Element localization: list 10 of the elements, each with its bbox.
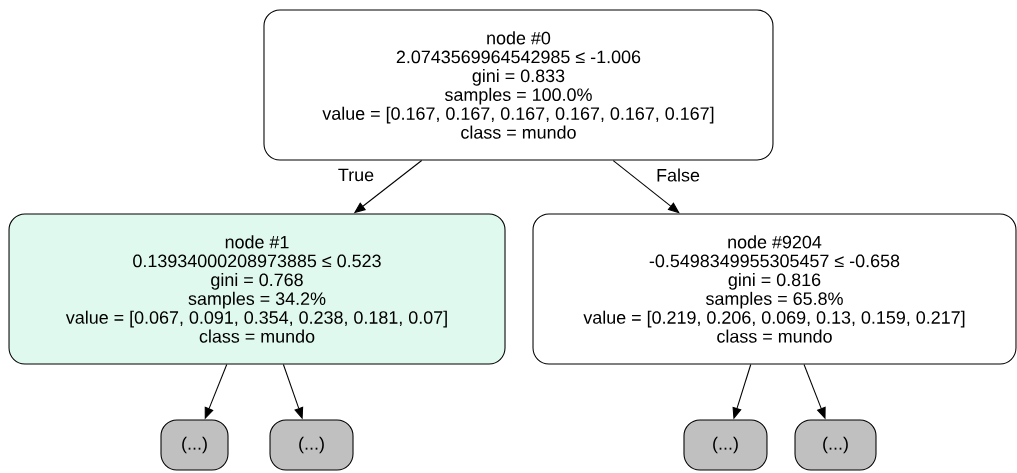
arrow	[612, 160, 680, 214]
decision-box: node #9204 -0.5498349955305457 ≤ -0.658 gini = 0.816 samples = 65.8% value = [0.219, 0.206, 0.069, 0.13, 0.159, 0.217] class = mundo	[532, 213, 1017, 365]
collapsed-node-box: (...)	[683, 419, 768, 471]
edge-label: False	[654, 167, 702, 183]
edge-label: True	[336, 167, 376, 183]
collapsed-node-box: (...)	[269, 419, 354, 471]
collapsed-node-box: (...)	[794, 419, 877, 471]
collapsed-node-box: (...)	[160, 419, 229, 471]
decision-box: node #1 0.13934000208973885 ≤ 0.523 gini = 0.768 samples = 34.2% value = [0.067, 0.091, 0.354, 0.238, 0.181, 0.07] class = mundo	[8, 213, 506, 365]
decision-box: node #0 2.0743569964542985 ≤ -1.006 gini = 0.833 samples = 100.0% value = [0.167, 0.167, 0.167, 0.167, 0.167, 0.167] class = mundo	[263, 9, 774, 161]
